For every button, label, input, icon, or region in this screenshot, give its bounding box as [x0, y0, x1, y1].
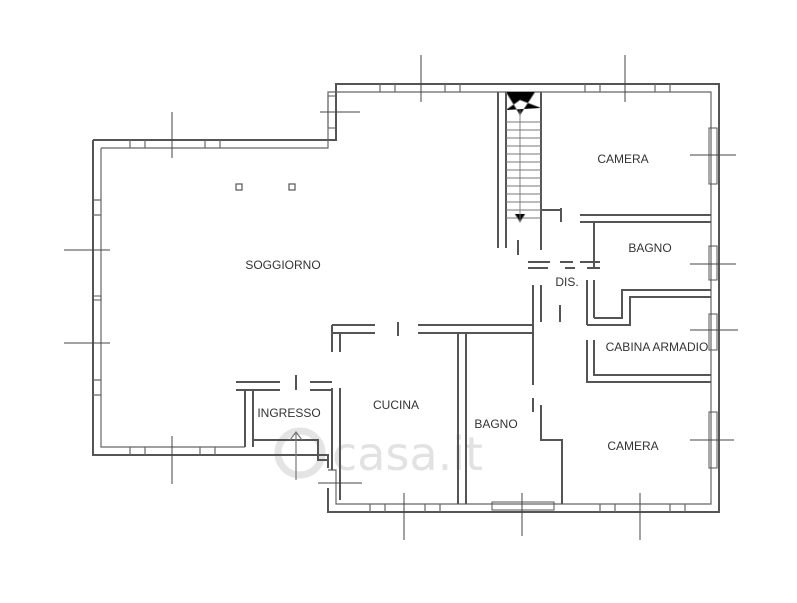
wall-ingresso-top — [310, 381, 332, 391]
window-recess-top — [129, 140, 221, 148]
label-camera-top: CAMERA — [597, 152, 648, 166]
stair-landing — [505, 91, 542, 116]
label-camera-bottom: CAMERA — [607, 439, 658, 453]
label-dis: DIS. — [555, 275, 578, 289]
window-recess-camera-bottom — [599, 504, 686, 512]
window-cabina — [708, 313, 718, 351]
inner-wall-left — [100, 148, 245, 448]
window-recess-bottom — [129, 447, 216, 455]
watermark-logo — [274, 427, 326, 479]
stair-treads — [506, 121, 541, 219]
window-recess-camera — [584, 84, 671, 92]
window-recess-upper — [379, 84, 461, 92]
entrance-arrow-icon — [289, 431, 303, 480]
label-cucina: CUCINA — [373, 398, 419, 412]
window-camera-top — [708, 127, 718, 185]
wall-cucina-left — [331, 325, 341, 500]
stair-wall-left — [497, 92, 507, 248]
wall-camera-bagno — [580, 214, 711, 223]
wall-bagno-camera — [532, 398, 563, 504]
axis-lines — [64, 55, 738, 540]
wall-bagno-left — [587, 222, 600, 269]
column-2 — [288, 183, 296, 191]
window-recess-cucina — [369, 504, 441, 512]
wall-ingresso-bottom — [253, 439, 328, 461]
interior-walls — [236, 92, 711, 504]
window-recess-left — [93, 199, 101, 396]
wall-cucina-bagno — [457, 333, 467, 504]
window-bagno-right — [708, 245, 718, 281]
wall-ingresso-left — [236, 381, 280, 447]
wall-cabina — [586, 280, 711, 326]
label-ingresso: INGRESSO — [257, 406, 320, 420]
wall-cabina-bottom — [586, 340, 711, 383]
watermark-text: casa.it — [332, 427, 483, 481]
room-labels: SOGGIORNO CAMERA BAGNO DIS. CABINA ARMAD… — [245, 152, 708, 453]
label-soggiorno: SOGGIORNO — [245, 258, 320, 272]
wall-dis-top — [517, 240, 600, 263]
stair-arrow — [514, 110, 526, 223]
label-bagno-right: BAGNO — [628, 241, 671, 255]
window-bagno-center — [491, 501, 555, 511]
label-cabina-armadio: CABINA ARMADIO — [606, 340, 709, 354]
wall-niche-left — [92, 295, 102, 301]
wall-soggiorno-cucina — [332, 324, 533, 334]
column-1 — [235, 183, 243, 191]
wall-dis-left — [532, 285, 542, 385]
outer-wall-main — [93, 83, 720, 513]
label-bagno-center: BAGNO — [474, 417, 517, 431]
staircase — [505, 91, 542, 223]
outer-walls — [92, 83, 720, 513]
